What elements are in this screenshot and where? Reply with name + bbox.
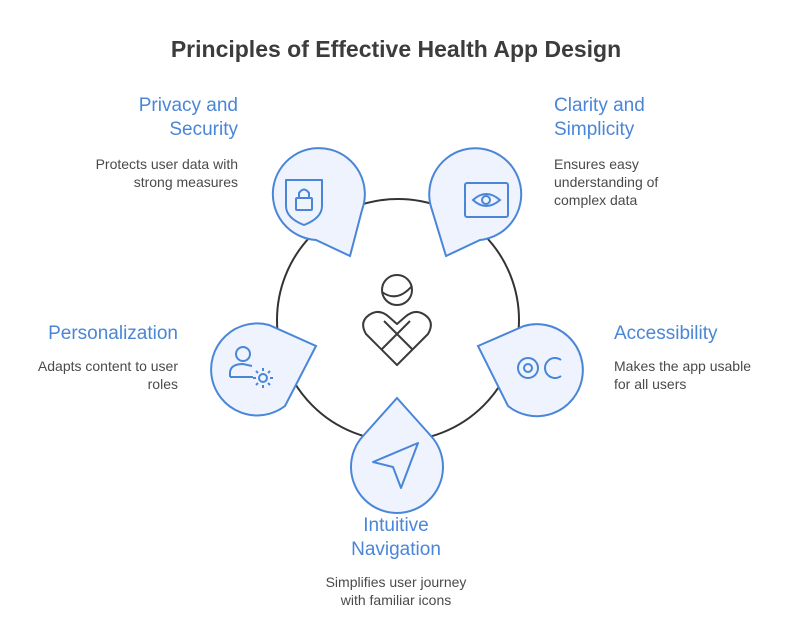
accessibility-description: Makes the app usable for all users: [614, 358, 751, 392]
lock-shield-icon: [285, 179, 323, 226]
privacy-description: Protects user data with strong measures: [95, 156, 238, 190]
diagram-title: Principles of Effective Health App Desig…: [170, 36, 622, 62]
navigation-node: [350, 396, 444, 514]
clarity-description: Ensures easy understanding of complex da…: [554, 156, 659, 208]
personalization-title: Personalization: [48, 323, 178, 344]
privacy-node: [271, 147, 366, 258]
personalization-description: Adapts content to user roles: [37, 358, 178, 392]
navigation-description: Simplifies user journey with familiar ic…: [325, 574, 467, 608]
personalization-node: [210, 322, 318, 417]
eye-icon: [464, 182, 509, 218]
user-gear-icon: [229, 346, 273, 388]
accessibility-toggle-icon: [517, 357, 562, 379]
accessibility-node: [476, 323, 584, 418]
privacy-title: Privacy and Security: [138, 95, 238, 140]
navigation-arrow-icon: [372, 442, 419, 489]
clarity-node: [428, 147, 523, 258]
navigation-title: Intuitive Navigation: [351, 515, 441, 560]
clarity-title: Clarity and Simplicity: [554, 95, 645, 140]
accessibility-title: Accessibility: [614, 323, 718, 344]
heart-person-icon: [362, 274, 432, 366]
